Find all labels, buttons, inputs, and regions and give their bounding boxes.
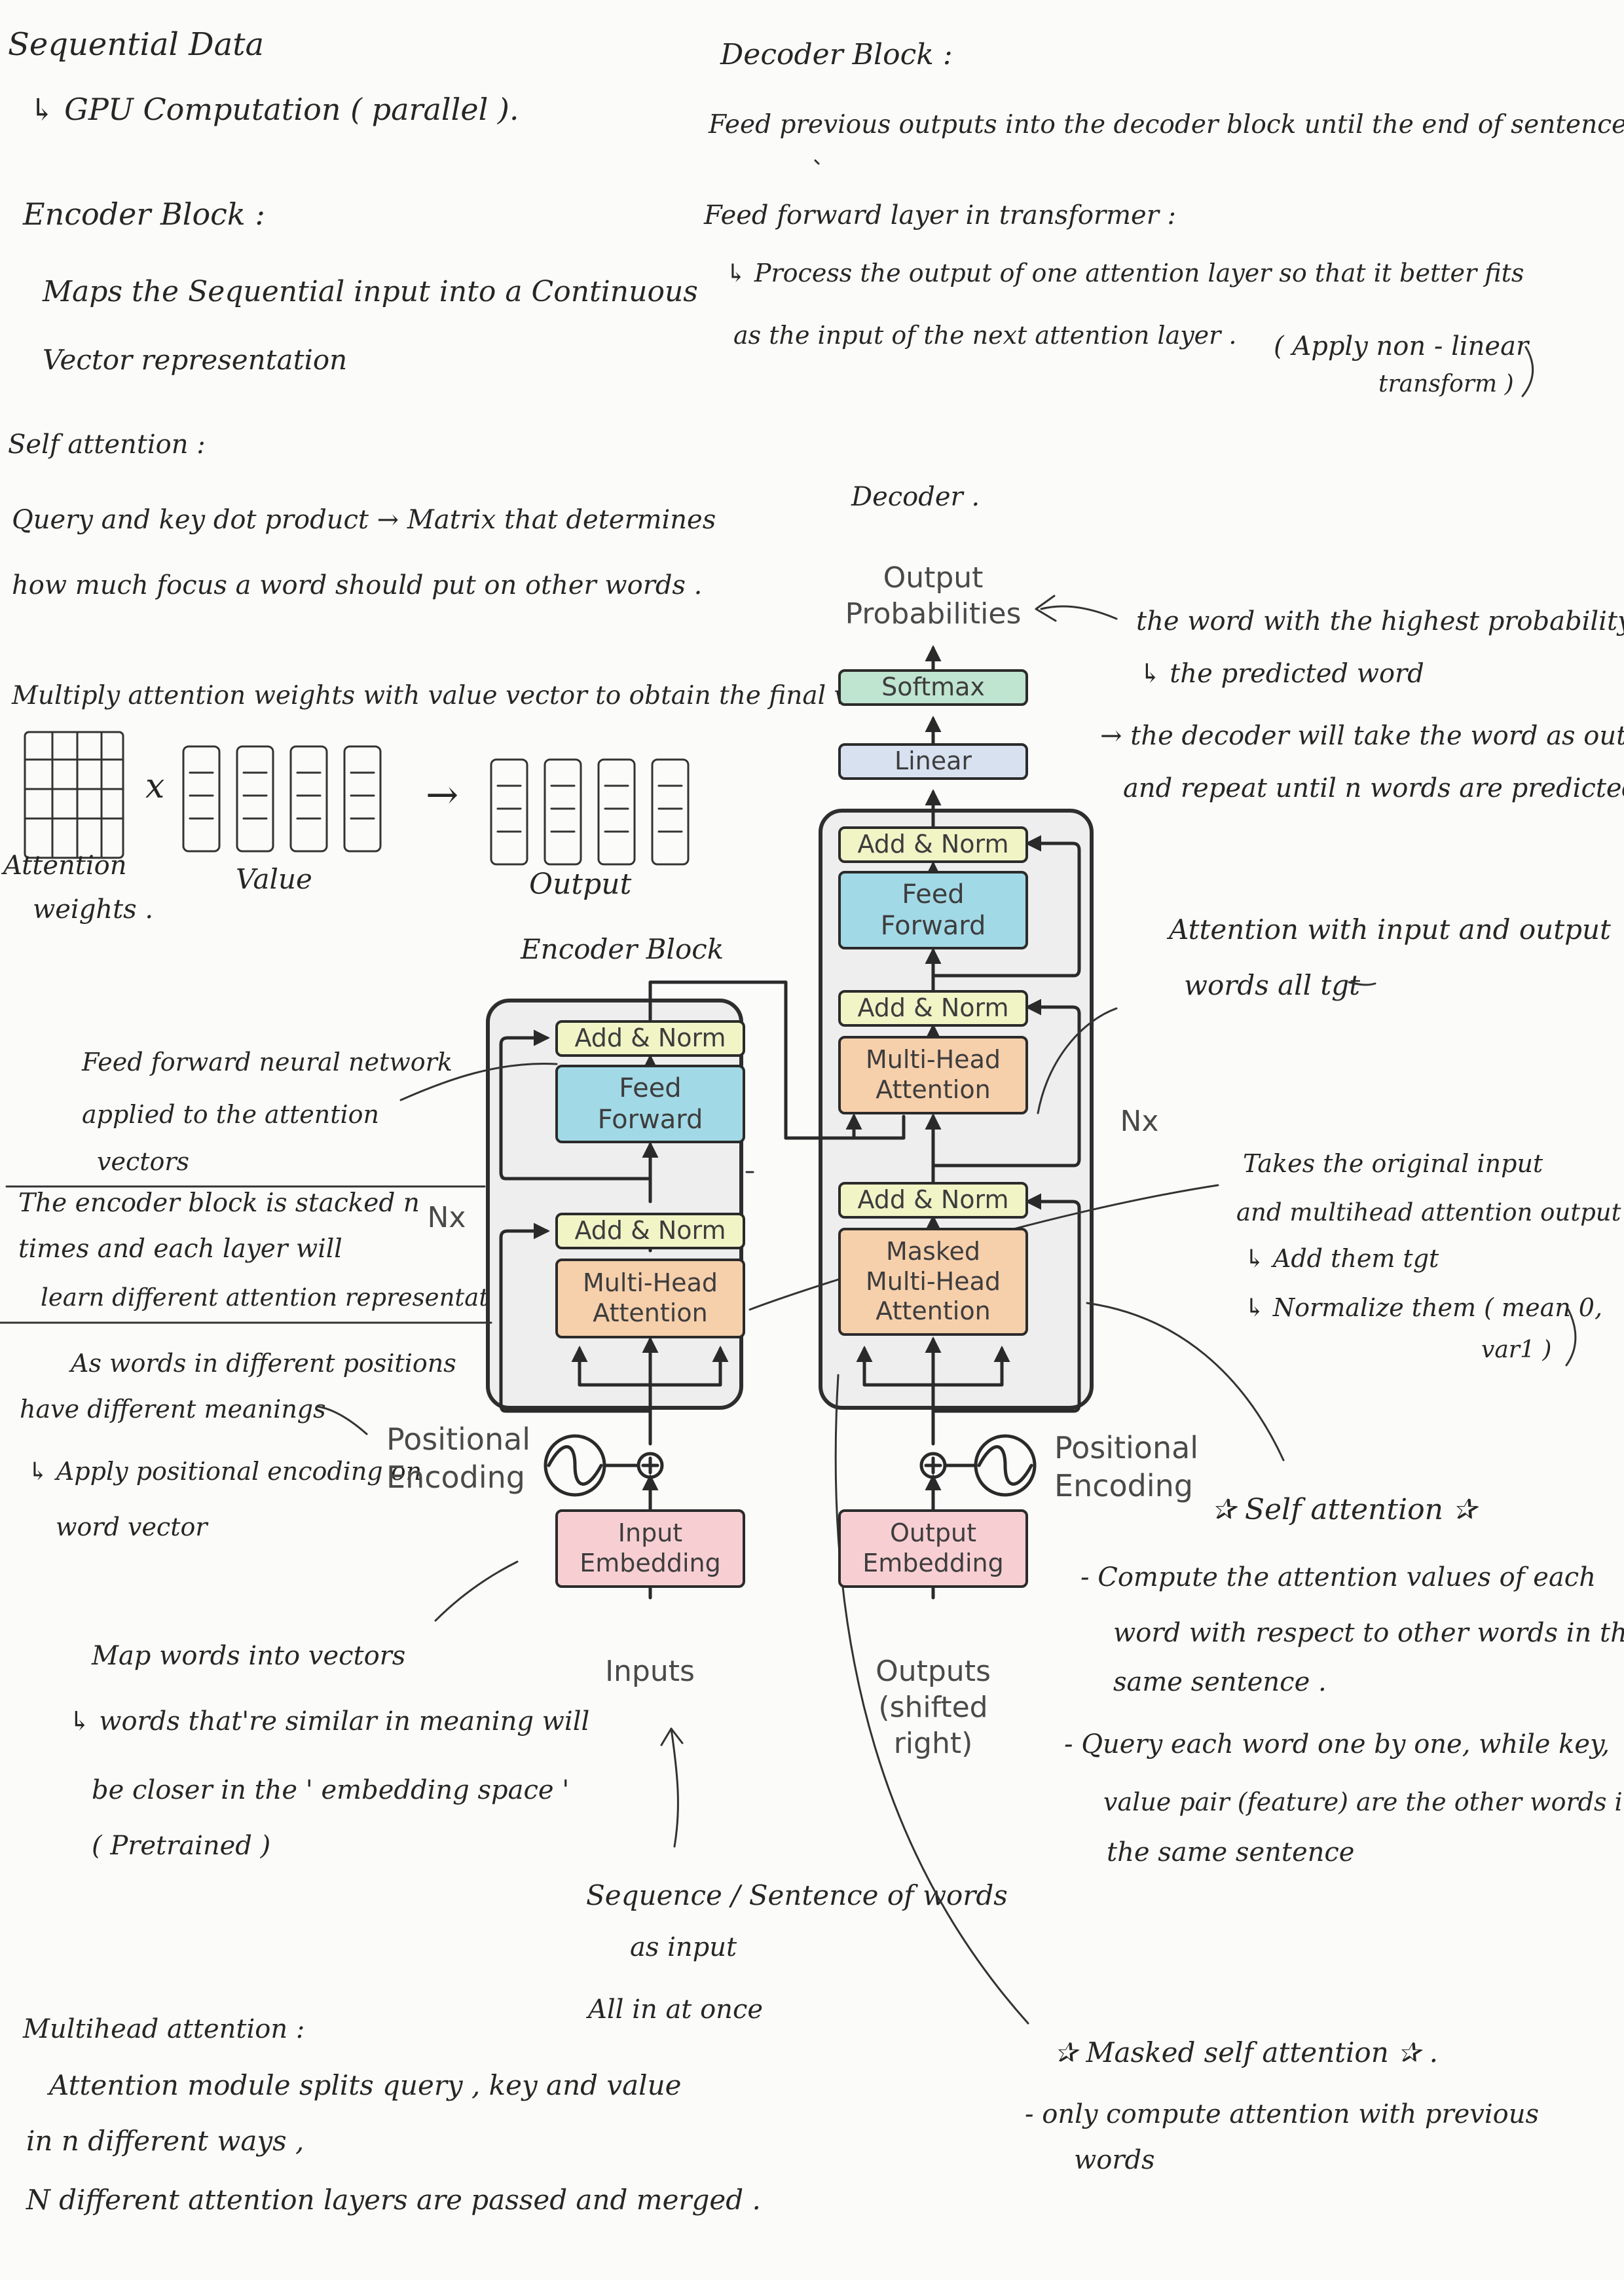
note-times-sign: x — [145, 767, 165, 806]
note-feedforward-3: ( Apply non - linear — [1274, 331, 1529, 361]
note-encoder-block-1: Maps the Sequential input into a Continu… — [43, 275, 698, 308]
note-query-2: value pair (feature) are the other words… — [1103, 1788, 1624, 1816]
note-ffnn-3: vectors — [97, 1147, 190, 1176]
note-highest-prob-1: the word with the highest probability — [1136, 606, 1624, 636]
note-map-1: Map words into vectors — [92, 1641, 406, 1671]
note-attention-io-1: Attention with input and output — [1169, 913, 1611, 946]
note-feedforward-2: as the input of the next attention layer… — [733, 321, 1237, 350]
note-self-attn-star: ✰ Self attention ✰ — [1211, 1493, 1477, 1526]
note-masked-1: - only compute attention with previous — [1025, 2099, 1540, 2129]
input-embedding-box: Input Embedding — [555, 1509, 745, 1588]
note-masked-2: words — [1074, 2145, 1155, 2175]
note-takes-1: Takes the original input — [1243, 1149, 1543, 1178]
note-decoder-take-1: → the decoder will take the word as outp… — [1100, 721, 1624, 751]
note-map-2: ↳ words that're similar in meaning will — [69, 1706, 590, 1737]
decoder-multi-head-attention-box: Multi-Head Attention — [838, 1036, 1028, 1114]
note-attention-io-2: words all tgt — [1184, 969, 1361, 1001]
note-encoder-block-2: Vector representation — [43, 344, 348, 376]
note-multihead-3: N different attention layers are passed … — [26, 2184, 761, 2216]
note-multihead-2: in n different ways , — [26, 2125, 304, 2157]
note-feedforward-title: Feed forward layer in transformer : — [704, 200, 1177, 230]
decoder-add-norm-2: Add & Norm — [838, 990, 1028, 1027]
note-output-label: Output — [529, 868, 632, 901]
note-takes-5: var1 ) — [1481, 1336, 1552, 1363]
masked-multi-head-attention-box: Masked Multi-Head Attention — [838, 1228, 1028, 1336]
note-attention-weights-2: weights . — [33, 894, 154, 925]
note-value-label: Value — [236, 863, 312, 895]
note-feedforward-1: ↳ Process the output of one attention la… — [726, 259, 1524, 287]
decoder-positional-encoding-label: Positional Encoding — [1054, 1430, 1199, 1503]
note-takes-4: ↳ Normalize them ( mean 0, — [1244, 1293, 1603, 1322]
note-stacked-3: learn different attention representation… — [41, 1283, 540, 1312]
note-positions-1: As words in different positions — [71, 1349, 456, 1378]
encoder-multi-head-attention-box: Multi-Head Attention — [555, 1259, 745, 1338]
note-decoder-take-2: and repeat until n words are predicted . — [1123, 773, 1624, 803]
note-decoder-block-title: Decoder Block : — [720, 38, 953, 71]
note-takes-2: and multihead attention output — [1236, 1198, 1621, 1226]
linear-box: Linear — [838, 743, 1028, 780]
note-decoder-block-1: Feed previous outputs into the decoder b… — [709, 110, 1624, 139]
note-compute-3: same sentence . — [1113, 1667, 1327, 1697]
note-multiply-line: Multiply attention weights with value ve… — [12, 681, 916, 710]
inputs-label: Inputs — [605, 1655, 695, 1688]
note-ffnn-1: Feed forward neural network — [82, 1048, 452, 1076]
encoder-feed-forward-box: Feed Forward — [555, 1065, 745, 1143]
note-encoder-block-label: Encoder Block — [521, 933, 724, 965]
note-sequential-title: Sequential Data — [8, 26, 265, 63]
note-compute-1: - Compute the attention values of each — [1080, 1562, 1596, 1592]
note-query-3: the same sentence — [1107, 1837, 1355, 1867]
output-probabilities-label: Output Probabilities — [845, 561, 1022, 631]
note-self-attention-2: how much focus a word should put on othe… — [12, 570, 703, 600]
encoder-add-norm-1: Add & Norm — [555, 1213, 745, 1249]
encoder-add-norm-2: Add & Norm — [555, 1020, 745, 1057]
output-embedding-box: Output Embedding — [838, 1509, 1028, 1588]
encoder-stack — [486, 999, 743, 1410]
note-compute-2: word with respect to other words in the — [1113, 1618, 1624, 1648]
note-stacked-2: times and each layer will — [18, 1234, 342, 1264]
note-positions-4: word vector — [56, 1513, 208, 1541]
note-self-attention-1: Query and key dot product → Matrix that … — [12, 505, 716, 535]
note-takes-3: ↳ Add them tgt — [1244, 1244, 1439, 1273]
note-highest-prob-2: ↳ the predicted word — [1139, 659, 1424, 689]
note-sequence-2: as input — [630, 1932, 737, 1962]
note-ffnn-2: applied to the attention — [82, 1100, 379, 1129]
outputs-label: Outputs (shifted right) — [876, 1655, 991, 1760]
note-arrow-sign: → — [426, 772, 459, 818]
note-sequential-1: ↳ GPU Computation ( parallel ). — [29, 92, 519, 127]
note-encoder-block-title: Encoder Block : — [23, 196, 265, 232]
decoder-add-norm-1: Add & Norm — [838, 1182, 1028, 1219]
note-map-3: be closer in the ' embedding space ' — [92, 1775, 570, 1805]
softmax-box: Softmax — [838, 669, 1028, 706]
note-decoder-label: Decoder . — [851, 482, 980, 512]
decoder-nx-label: Nx — [1120, 1105, 1159, 1138]
note-self-attention-title: Self attention : — [8, 430, 206, 460]
note-attention-weights-1: Attention — [3, 851, 127, 881]
note-sequence-1: Sequence / Sentence of words — [586, 1879, 1008, 1911]
note-positions-3: ↳ Apply positional encoding on — [28, 1457, 422, 1486]
note-masked-title: ✰ Masked self attention ✰ . — [1054, 2036, 1439, 2069]
note-positions-2: have different meanings — [20, 1395, 326, 1424]
note-multihead-1: Attention module splits query , key and … — [49, 2069, 682, 2101]
decoder-feed-forward-box: Feed Forward — [838, 871, 1028, 949]
encoder-nx-label: Nx — [427, 1201, 466, 1234]
note-feedforward-4: transform ) — [1378, 371, 1514, 397]
decoder-add-norm-3: Add & Norm — [838, 826, 1028, 863]
note-map-4: ( Pretrained ) — [92, 1831, 271, 1861]
note-stacked-1: The encoder block is stacked n — [18, 1188, 420, 1218]
note-multihead-title: Multihead attention : — [23, 2014, 305, 2044]
encoder-positional-encoding-label: Positional Encoding — [386, 1422, 531, 1495]
note-sequence-3: All in at once — [588, 1995, 764, 2025]
note-query-1: - Query each word one by one, while key, — [1064, 1729, 1610, 1759]
